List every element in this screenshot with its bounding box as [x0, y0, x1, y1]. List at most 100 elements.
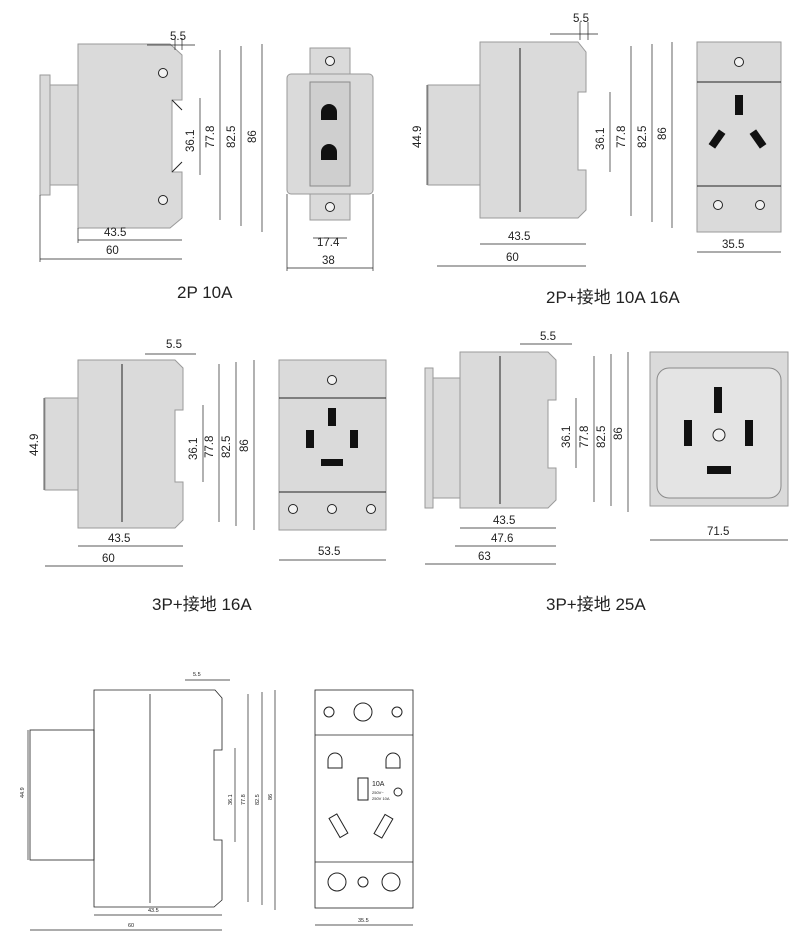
dim-label: 82.5	[637, 126, 649, 148]
screw-icon	[755, 200, 765, 210]
front-face	[696, 41, 782, 233]
line-slot-icon	[306, 430, 314, 448]
dim-label: 35.5	[358, 918, 369, 924]
dim-label: 82.5	[596, 426, 608, 448]
side-view-line-drawing: 5.5 44.9 36.1 77.8 82.5 86 43.5 60	[20, 672, 276, 931]
dim-label: 5.5	[166, 339, 182, 351]
side-view-3p-16a: 5.5 44.9 36.1 77.8 82.5 86 43.5 60	[29, 339, 255, 567]
dim-label: 82.5	[226, 126, 238, 148]
caption-2p-10a: 2P 10A	[177, 283, 233, 302]
dim-label: 5.5	[170, 31, 186, 43]
dim-label: 44.9	[29, 434, 41, 456]
dim-label: 86	[268, 794, 274, 800]
socket-hole-icon	[327, 752, 343, 769]
dim-label: 82.5	[255, 794, 261, 805]
line-slot-icon	[684, 420, 692, 446]
earth-slot-icon	[735, 95, 743, 115]
screw-icon	[288, 504, 298, 514]
dim-label: 86	[247, 130, 259, 143]
neutral-slot-icon	[321, 459, 343, 466]
housing-edge	[171, 99, 183, 111]
screw-icon	[381, 872, 401, 892]
screw-icon	[327, 375, 337, 385]
dim-label: 44.9	[20, 787, 26, 798]
socket-hole-icon	[385, 752, 401, 769]
housing	[77, 359, 184, 529]
bottom-tab	[309, 193, 351, 221]
screw-icon	[353, 702, 373, 722]
caption-3p-25a: 3P+接地 25A	[546, 595, 646, 614]
front-view-line-drawing: 10A 250V~ 250V 10A 35.5	[314, 689, 414, 926]
dim-label: 38	[322, 255, 335, 267]
dim-label: 17.4	[317, 237, 340, 249]
socket-hole-icon	[321, 144, 337, 160]
dim-label: 63	[478, 551, 491, 563]
line-slot-icon	[328, 813, 349, 839]
dim-label: 77.8	[579, 426, 591, 448]
housing	[479, 41, 587, 219]
dim-label: 77.8	[204, 436, 216, 458]
din-clip	[39, 74, 51, 196]
line-slot-icon	[708, 129, 726, 149]
front-view-2p-10a: 17.4 38	[286, 47, 374, 271]
screw-icon	[327, 504, 337, 514]
dim-label: 86	[239, 439, 251, 452]
hole-icon	[323, 706, 335, 718]
earth-slot-icon	[328, 408, 336, 426]
front-view-3p-16a: 53.5	[278, 359, 387, 561]
dim-label: 36.1	[228, 794, 234, 805]
housing	[459, 351, 557, 509]
dim-label: 60	[506, 252, 519, 264]
rating-sub-label: 250V 10A	[372, 796, 390, 801]
screw-icon	[734, 57, 744, 67]
dim-label: 35.5	[722, 239, 744, 251]
caption-3p-16a: 3P+接地 16A	[152, 595, 252, 614]
caption-2p-earth: 2P+接地 10A 16A	[546, 288, 680, 307]
neutral-slot-icon	[707, 466, 731, 474]
clip-body	[432, 377, 461, 499]
dim-label: 60	[128, 923, 134, 929]
indicator-icon	[357, 777, 369, 801]
dim-label: 47.6	[491, 533, 513, 545]
housing-step	[44, 397, 79, 491]
dim-label: 86	[613, 427, 625, 440]
line-slot-icon	[745, 420, 753, 446]
socket-insert	[309, 81, 351, 187]
housing-step	[29, 729, 95, 861]
dim-label: 36.1	[185, 130, 197, 152]
screw-icon	[325, 202, 335, 212]
neutral-slot-icon	[373, 813, 394, 839]
screw-icon	[325, 56, 335, 66]
housing	[93, 689, 223, 908]
hole-icon	[391, 706, 403, 718]
dim-label: 5.5	[540, 331, 556, 343]
earth-slot-icon	[714, 387, 722, 413]
side-view-2p-10a: 5.5 36.1 77.8 82.5 86 43.5 60	[39, 31, 263, 262]
dim-label: 43.5	[104, 227, 126, 239]
front-view-3p-25a: 71.5	[649, 351, 789, 541]
screw-icon	[327, 872, 347, 892]
socket-hole-icon	[321, 104, 337, 120]
dim-label: 44.9	[412, 126, 424, 148]
cert-mark-icon	[393, 787, 403, 797]
dim-label: 77.8	[205, 126, 217, 148]
dim-label: 53.5	[318, 546, 340, 558]
front-face	[278, 359, 387, 531]
dim-label: 77.8	[241, 794, 247, 805]
dim-label: 60	[102, 553, 115, 565]
side-view-3p-25a: 5.5 36.1 77.8 82.5 86 43.5 47.6 63	[424, 331, 629, 565]
rating-sub-label: 250V~	[372, 790, 384, 795]
hole-icon	[357, 876, 369, 888]
screw-icon	[158, 195, 168, 205]
clip-body	[49, 84, 79, 186]
dim-label: 86	[657, 127, 669, 140]
din-clip	[424, 367, 434, 509]
housing-step	[427, 84, 481, 186]
neutral-slot-icon	[749, 129, 767, 149]
screw-icon	[713, 200, 723, 210]
line-slot-icon	[350, 430, 358, 448]
dim-label: 5.5	[573, 13, 589, 25]
dim-label: 82.5	[221, 436, 233, 458]
housing-edge	[171, 161, 183, 173]
